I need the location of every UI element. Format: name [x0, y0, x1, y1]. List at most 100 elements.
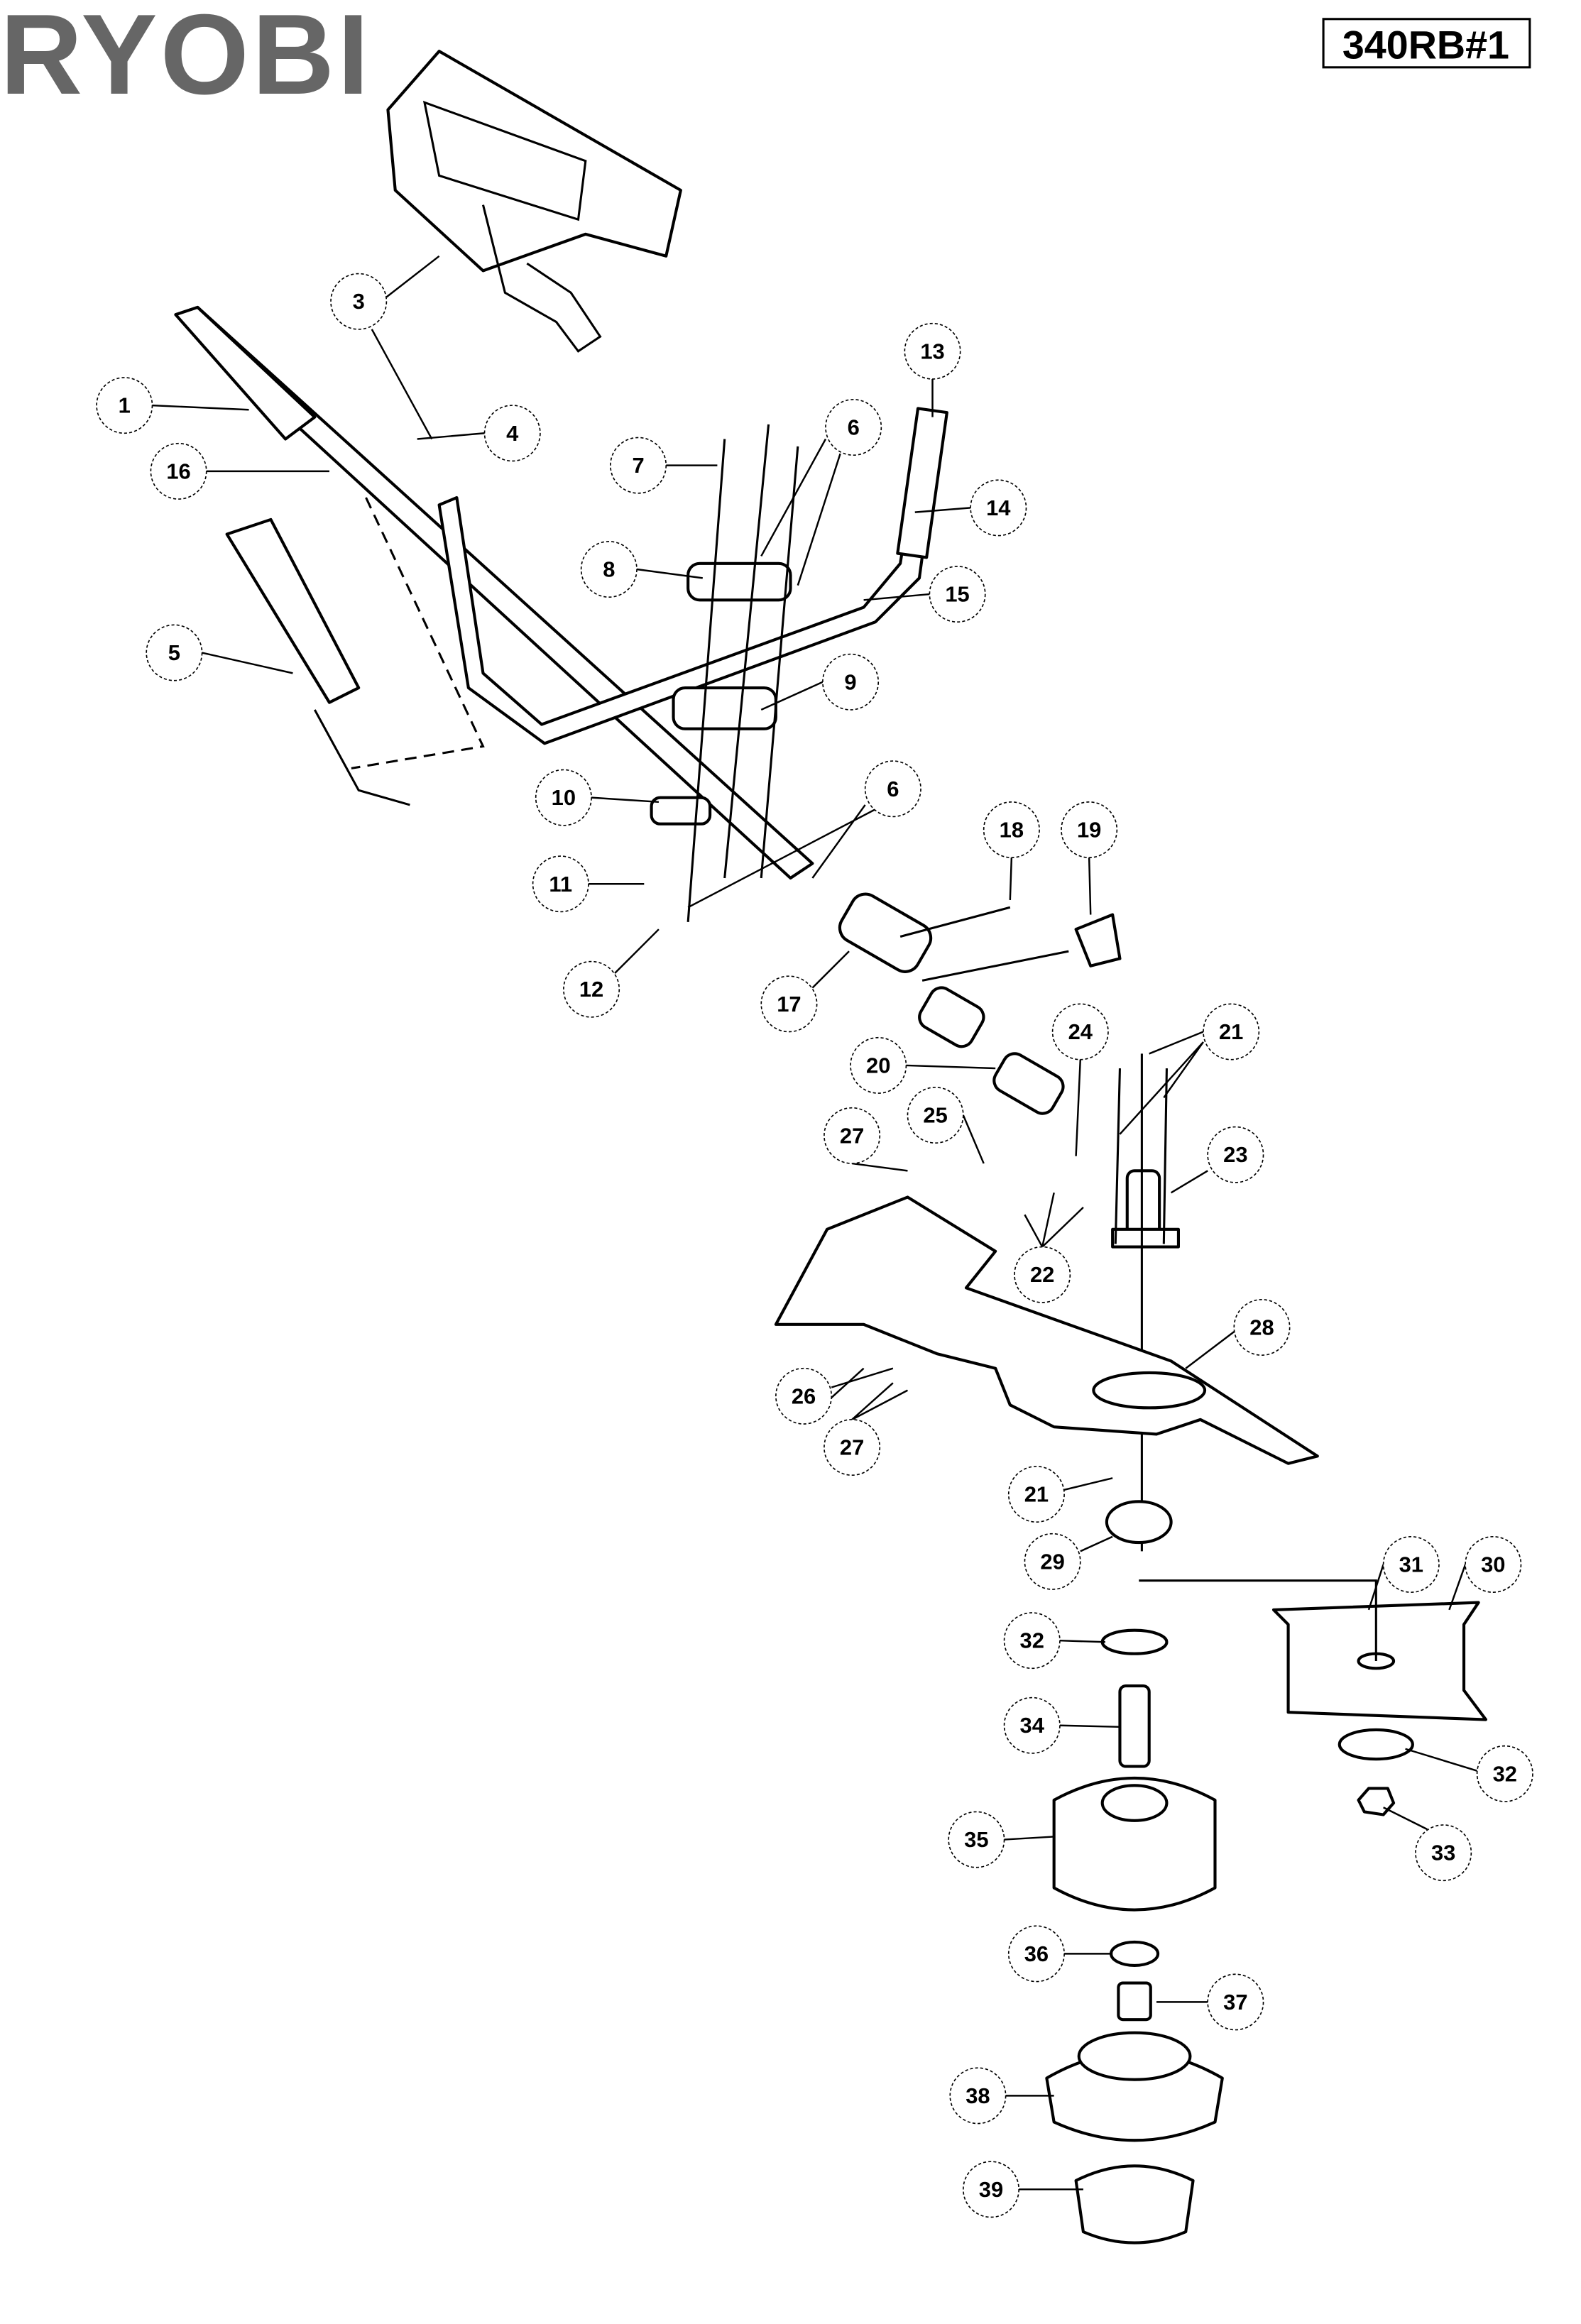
callout-circle — [864, 760, 921, 818]
callout-circle — [1476, 1745, 1533, 1802]
callout-number: 27 — [840, 1435, 864, 1460]
callout-circle — [1207, 1126, 1264, 1183]
callout-circle — [1024, 1533, 1081, 1590]
callout-number: 21 — [1024, 1482, 1049, 1507]
callout-number: 11 — [549, 872, 572, 897]
callout-part-25: 25 — [907, 1087, 964, 1144]
callout-circle — [760, 975, 818, 1033]
callout-circle — [1382, 1535, 1440, 1593]
callout-circle — [822, 653, 880, 711]
callout-part-27: 27 — [824, 1419, 881, 1476]
callout-circle — [1061, 801, 1118, 858]
callout-number: 19 — [1077, 817, 1101, 842]
callout-part-23: 23 — [1207, 1126, 1264, 1183]
callout-part-33: 33 — [1415, 1824, 1472, 1882]
callout-part-39: 39 — [962, 2161, 1020, 2218]
callout-part-12: 12 — [563, 960, 620, 1018]
callout-circle — [1014, 1246, 1071, 1303]
callout-part-21: 21 — [1007, 1466, 1065, 1523]
callout-circle — [948, 1811, 1005, 1868]
callout-number: 16 — [166, 459, 190, 483]
callout-part-7: 7 — [610, 437, 667, 494]
callout-circle — [483, 405, 541, 462]
callout-part-6: 6 — [825, 399, 882, 456]
callout-circle — [1415, 1824, 1472, 1882]
callout-number: 32 — [1493, 1761, 1517, 1786]
callout-circle — [1203, 1003, 1260, 1060]
callout-part-15: 15 — [929, 566, 986, 623]
callout-part-26: 26 — [775, 1367, 833, 1425]
callout-number: 14 — [986, 495, 1011, 520]
callout-number: 4 — [506, 421, 519, 446]
callout-circle — [563, 960, 620, 1018]
callout-number: 13 — [920, 339, 944, 363]
callout-part-32: 32 — [1476, 1745, 1533, 1802]
callout-number: 9 — [844, 669, 856, 694]
callout-circle — [150, 442, 207, 500]
callout-number: 24 — [1068, 1019, 1093, 1044]
callout-part-19: 19 — [1061, 801, 1118, 858]
callout-part-18: 18 — [983, 801, 1040, 858]
callout-number: 15 — [945, 582, 969, 607]
callout-circle — [1465, 1535, 1522, 1593]
callout-number: 20 — [866, 1053, 890, 1078]
callout-number: 35 — [964, 1827, 988, 1852]
callout-circle — [949, 2067, 1007, 2125]
callout-part-4: 4 — [483, 405, 541, 462]
callout-circle — [146, 624, 203, 681]
callout-circle — [1003, 1612, 1061, 1670]
callout-part-14: 14 — [970, 479, 1027, 537]
callout-number: 5 — [168, 640, 180, 665]
callout-number: 31 — [1399, 1552, 1423, 1577]
callout-number: 39 — [979, 2177, 1003, 2202]
callout-circle — [535, 769, 592, 826]
callout-circle — [532, 855, 589, 913]
ryobi-logo: RYOBI — [0, 0, 372, 119]
callout-number: 10 — [552, 785, 576, 810]
callout-number: 38 — [965, 2083, 990, 2108]
callout-circle — [907, 1087, 964, 1144]
callout-part-32: 32 — [1003, 1612, 1061, 1670]
callout-circle — [1051, 1003, 1109, 1060]
callout-number: 17 — [777, 992, 801, 1016]
callout-circle — [1007, 1466, 1065, 1523]
callout-part-31: 31 — [1382, 1535, 1440, 1593]
callout-number: 34 — [1020, 1713, 1045, 1738]
callout-number: 37 — [1223, 1990, 1247, 2015]
callout-part-24: 24 — [1051, 1003, 1109, 1060]
callout-number: 6 — [848, 415, 860, 440]
callout-circle — [929, 566, 986, 623]
callout-number: 25 — [923, 1103, 947, 1128]
callout-circle — [904, 322, 961, 380]
callout-part-1: 1 — [96, 377, 153, 434]
callout-part-3: 3 — [330, 273, 388, 330]
callout-circle — [970, 479, 1027, 537]
callout-number: 8 — [603, 557, 615, 582]
callout-part-36: 36 — [1007, 1925, 1065, 1983]
callout-circle — [1233, 1298, 1291, 1356]
callout-part-13: 13 — [904, 322, 961, 380]
callout-circle — [610, 437, 667, 494]
callout-part-30: 30 — [1465, 1535, 1522, 1593]
callout-part-21: 21 — [1203, 1003, 1260, 1060]
callout-part-29: 29 — [1024, 1533, 1081, 1590]
callout-circle — [824, 1107, 881, 1164]
callout-part-22: 22 — [1014, 1246, 1071, 1303]
callout-part-11: 11 — [532, 855, 589, 913]
callout-part-20: 20 — [850, 1036, 907, 1094]
model-code: 340RB#1 — [1342, 23, 1509, 67]
callout-part-8: 8 — [580, 541, 638, 598]
callout-part-16: 16 — [150, 442, 207, 500]
callout-circle — [1007, 1925, 1065, 1983]
callout-circle — [330, 273, 388, 330]
callout-number: 32 — [1020, 1628, 1044, 1653]
throttle-grip — [225, 517, 361, 704]
callout-part-35: 35 — [948, 1811, 1005, 1868]
callout-number: 12 — [579, 977, 603, 1002]
callout-number: 28 — [1249, 1315, 1274, 1339]
part-drawings — [174, 50, 1488, 2244]
callout-circle — [850, 1036, 907, 1094]
callout-part-5: 5 — [146, 624, 203, 681]
